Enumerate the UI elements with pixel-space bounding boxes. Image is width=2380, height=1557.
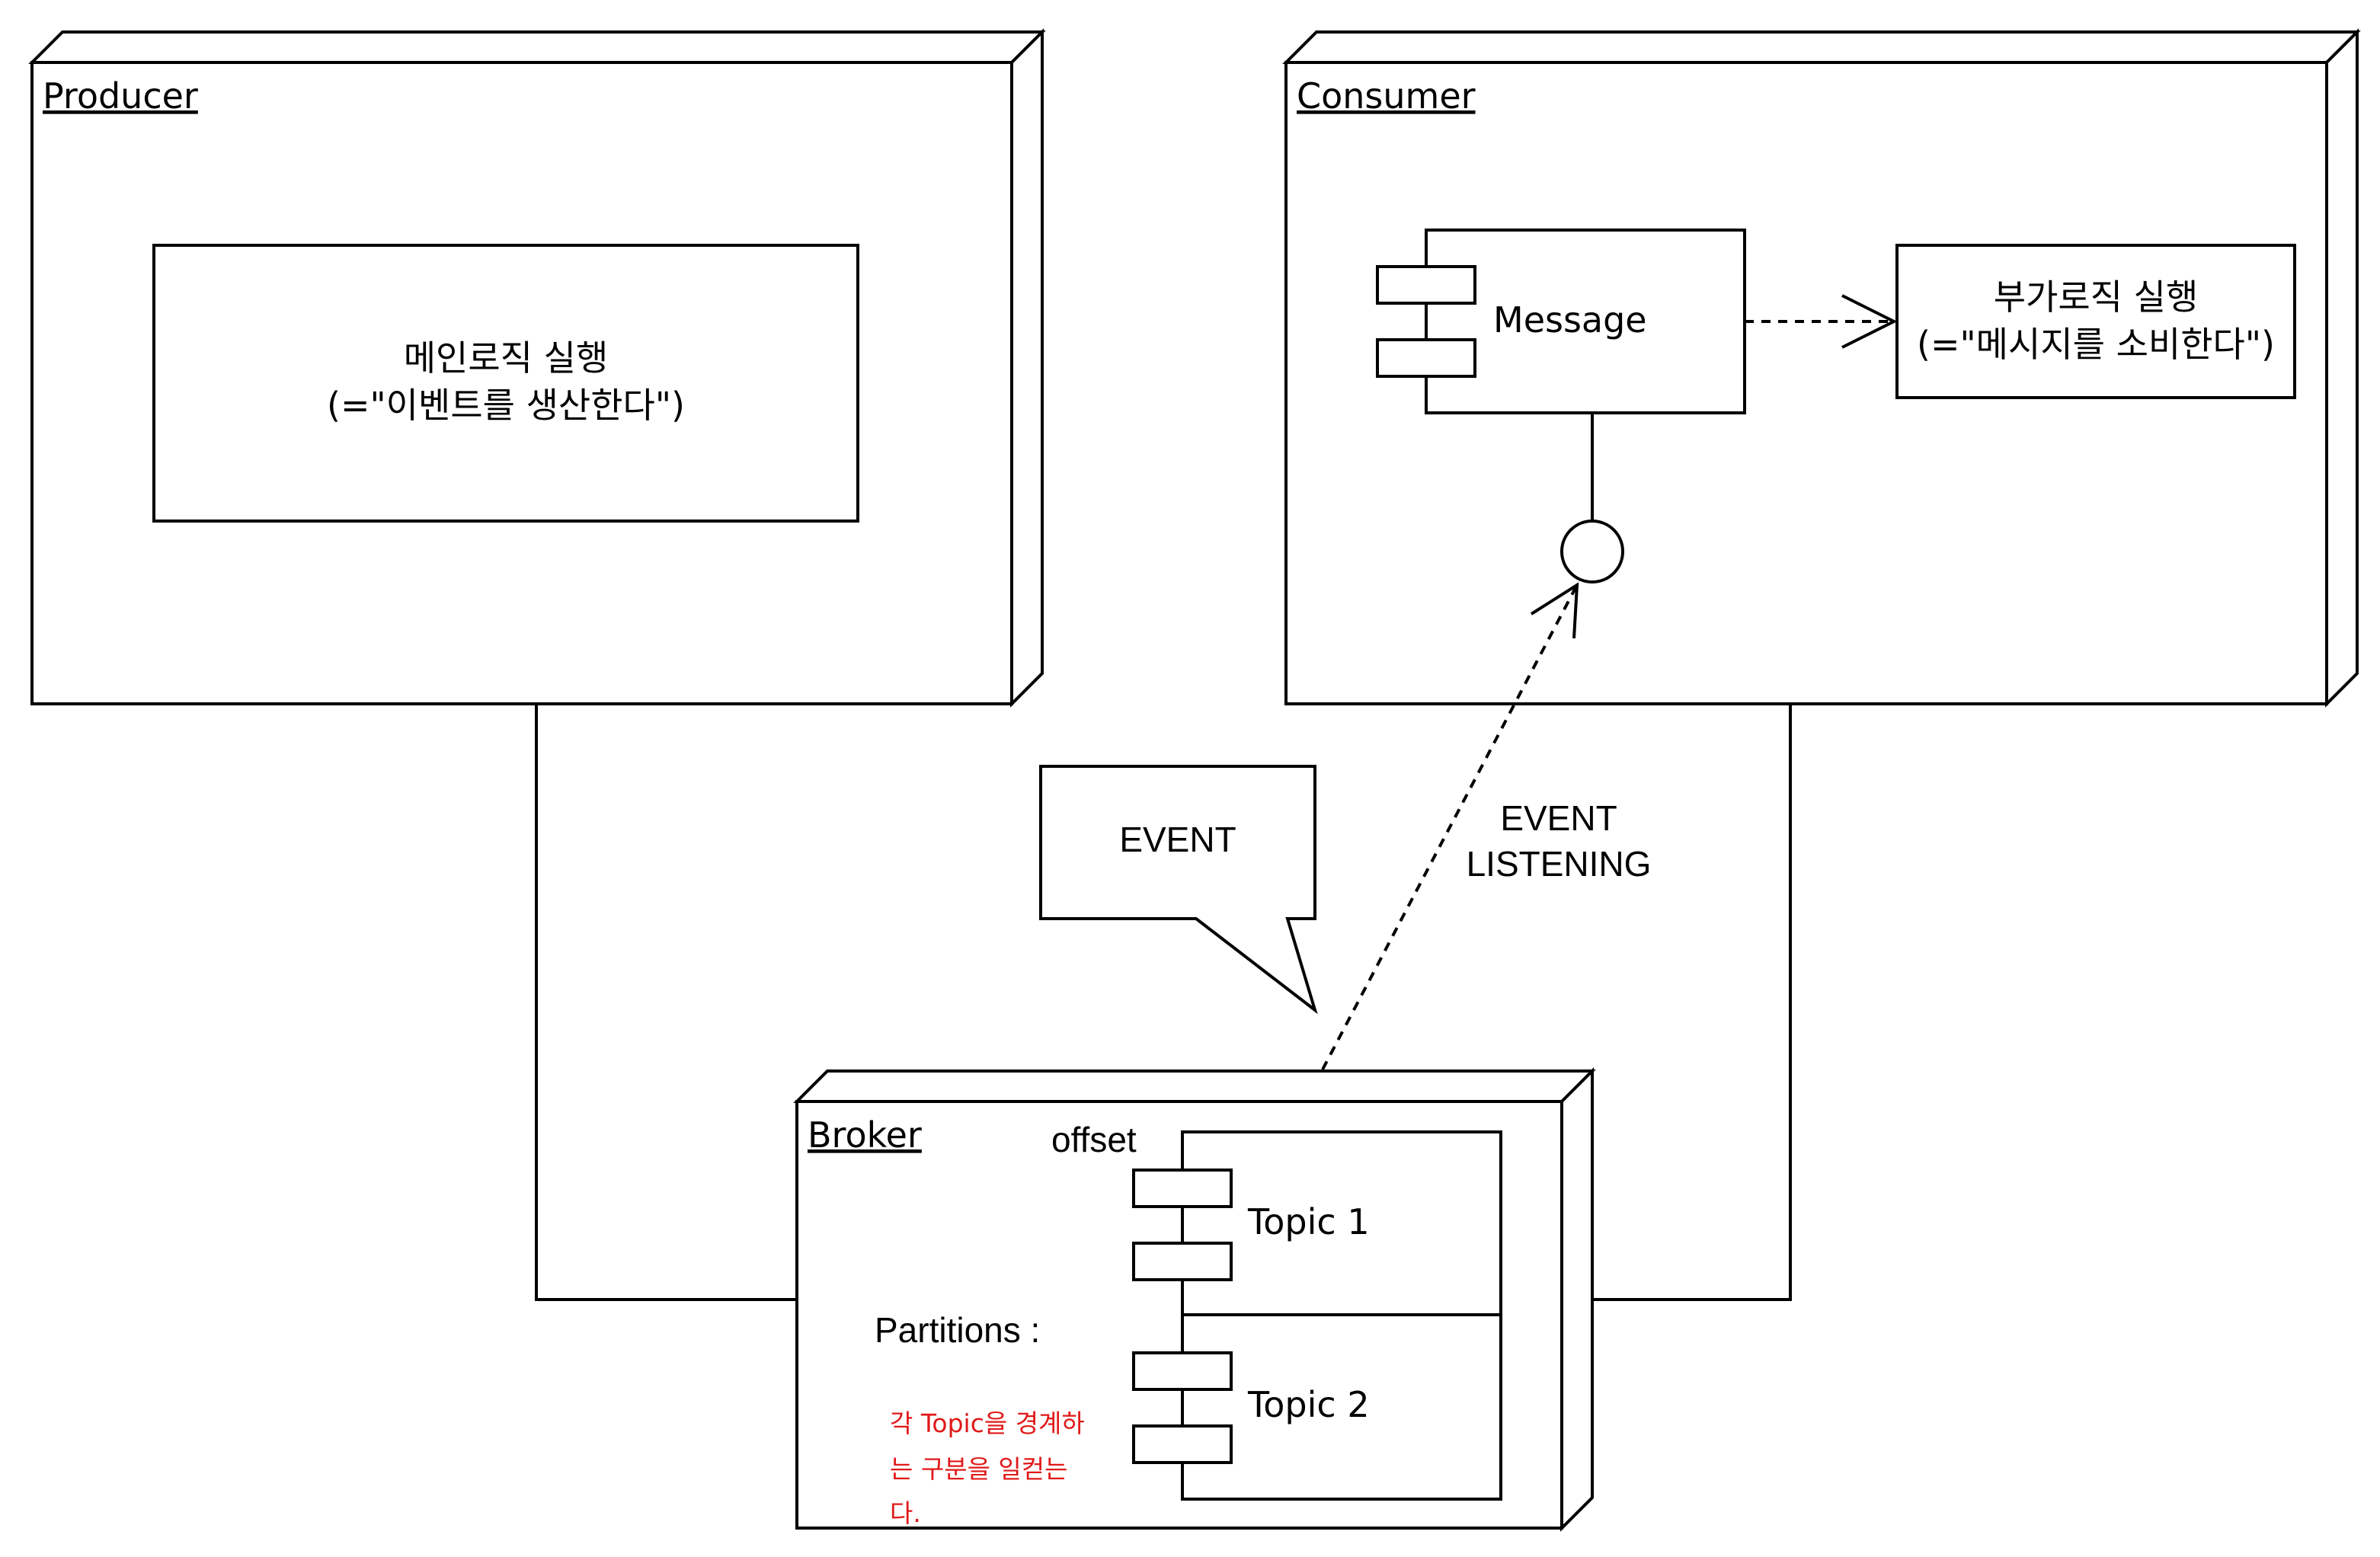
topic-1-port-top bbox=[1132, 1169, 1233, 1208]
dependency-arrowhead bbox=[1841, 294, 1898, 349]
note-line3: 다. bbox=[890, 1498, 921, 1528]
topic-1-label: Topic 1 bbox=[1247, 1201, 1370, 1242]
producer-node: Producer 메인로직 실행 (="이벤트를 생산한다") bbox=[28, 28, 1046, 708]
event-listening-edge bbox=[1321, 584, 1579, 1070]
topics-component: Topic 1 Topic 2 bbox=[1132, 1130, 1502, 1501]
interface-circle bbox=[1560, 520, 1624, 583]
partitions-label: Partitions : bbox=[875, 1310, 1040, 1350]
topic-2-port-top bbox=[1132, 1351, 1233, 1391]
consumer-title: Consumer bbox=[1297, 75, 1476, 117]
offset-label: offset bbox=[1051, 1120, 1137, 1159]
note-line1: 각 Topic을 경계하 bbox=[890, 1408, 1085, 1438]
consumer-node: Consumer Message 부가로직 실행 (="메시지를 소비한다") bbox=[1282, 28, 2361, 708]
topic-1: Topic 1 bbox=[1132, 1169, 1370, 1281]
broker-node: Broker offset Topic 1 Topic 2 Partitions… bbox=[793, 1067, 1596, 1532]
partitions-note: 각 Topic을 경계하 는 구분을 일컫는 다. bbox=[890, 1408, 1085, 1528]
edge-label-line2: LISTENING bbox=[1467, 844, 1652, 884]
edge-label-line1: EVENT bbox=[1500, 798, 1617, 838]
topic-2-port-bottom bbox=[1132, 1424, 1233, 1464]
note-line2: 는 구분을 일컫는 bbox=[890, 1454, 1068, 1484]
message-component: Message bbox=[1376, 229, 1746, 414]
producer-title: Producer bbox=[43, 75, 198, 117]
main-logic-line1: 메인로직 실행 bbox=[404, 337, 609, 379]
topic-2: Topic 2 bbox=[1132, 1351, 1370, 1464]
broker-title: Broker bbox=[808, 1114, 922, 1156]
message-label: Message bbox=[1493, 299, 1647, 340]
main-logic-box bbox=[152, 244, 859, 523]
component-port-bottom bbox=[1376, 338, 1476, 378]
side-logic-line2: (="메시지를 소비한다") bbox=[1917, 324, 2275, 365]
topic-1-port-bottom bbox=[1132, 1242, 1233, 1281]
producer-broker-connector bbox=[535, 704, 797, 1301]
event-callout-text: EVENT bbox=[1119, 820, 1236, 859]
side-logic-box bbox=[1895, 244, 2296, 399]
component-port-top bbox=[1376, 265, 1476, 305]
event-callout: EVENT bbox=[1039, 765, 1318, 1015]
consumer-broker-connector bbox=[1592, 704, 1792, 1301]
event-listening-arrowhead bbox=[1530, 582, 1579, 639]
side-logic-line1: 부가로직 실행 bbox=[1994, 277, 2199, 318]
main-logic-line2: (="이벤트를 생산한다") bbox=[327, 385, 685, 426]
topic-2-label: Topic 2 bbox=[1247, 1384, 1370, 1425]
